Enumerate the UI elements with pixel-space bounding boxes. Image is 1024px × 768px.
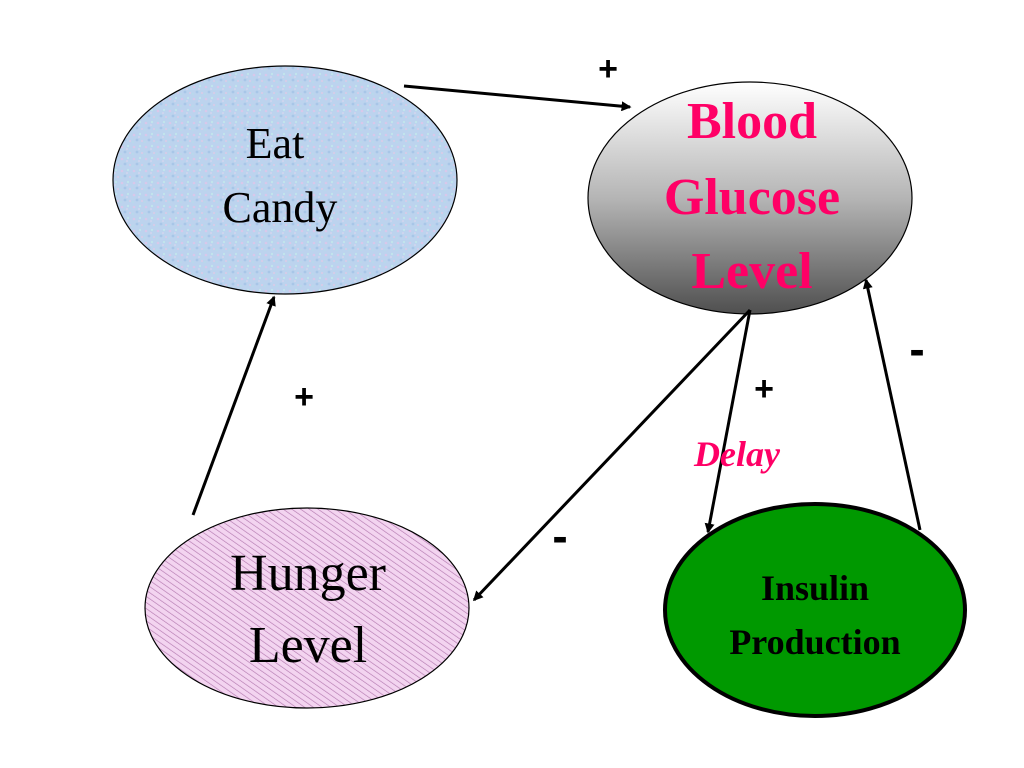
- arrow-hunger-to-candy: [191, 295, 276, 516]
- arrow-glucose-to-insulin: [704, 309, 752, 534]
- eat-candy-label-line2: Candy: [223, 183, 338, 232]
- blood-glucose-label-line3: Level: [691, 243, 812, 300]
- sign-glucose-to-hunger: -: [552, 510, 567, 562]
- sign-hunger-to-candy: +: [294, 378, 314, 416]
- node-blood-glucose-level: Blood Glucose Level: [587, 81, 913, 315]
- blood-glucose-label-line1: Blood: [687, 93, 817, 150]
- sign-candy-to-glucose: +: [598, 50, 618, 88]
- delay-label: Delay: [693, 434, 781, 474]
- blood-glucose-label-line2: Glucose: [664, 169, 840, 226]
- sign-insulin-to-glucose: -: [909, 323, 924, 375]
- arrow-candy-to-glucose: [403, 84, 632, 112]
- sign-glucose-to-insulin: +: [754, 370, 774, 408]
- insulin-label-line1: Insulin: [761, 568, 869, 608]
- eat-candy-label-line1: Eat: [246, 119, 305, 168]
- node-hunger-level: Hunger Level: [144, 507, 470, 709]
- arrow-insulin-to-glucose: [862, 278, 922, 531]
- arrow-glucose-to-hunger: [472, 308, 752, 602]
- insulin-label-line2: Production: [729, 622, 900, 662]
- node-eat-candy: Eat Candy: [112, 65, 458, 295]
- node-insulin-production: Insulin Production: [663, 502, 967, 718]
- hunger-label-line1: Hunger: [230, 545, 386, 602]
- hunger-label-line2: Level: [249, 617, 367, 674]
